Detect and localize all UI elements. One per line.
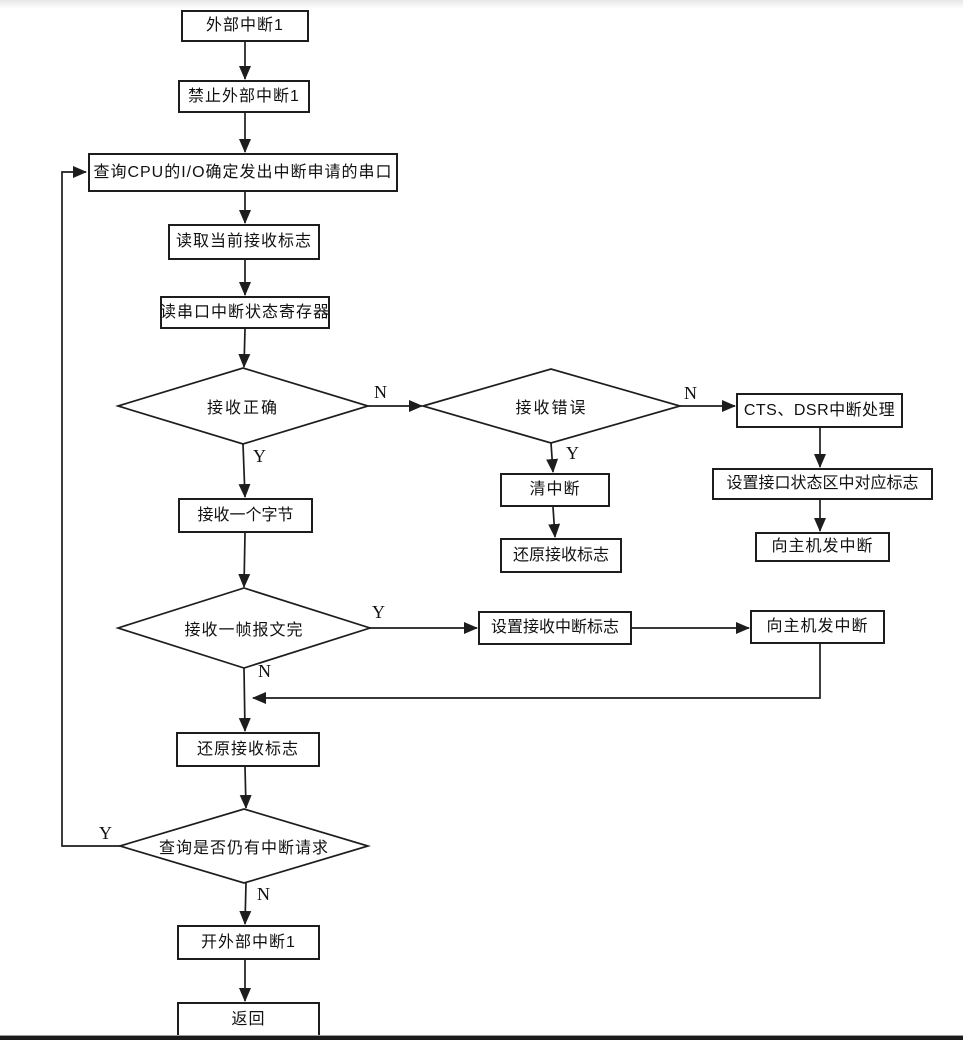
edge-sendhost-row-merge-back xyxy=(252,644,821,704)
decision-recv-ok-shape xyxy=(115,367,371,445)
edge-moreint-no-to-enable xyxy=(239,882,252,925)
branch-label-recverr-yes: Y xyxy=(566,443,579,463)
edge-recvbyte-to-framedone xyxy=(238,532,251,588)
node-external-interrupt-1: 外部中断1 xyxy=(181,10,309,42)
decision-recv-err-shape xyxy=(419,368,684,444)
node-read-interrupt-status-register: 读串口中断状态寄存器 xyxy=(160,296,330,329)
edge-restoremain-to-moreint xyxy=(239,766,252,809)
edge-moreint-yes-loop-to-query xyxy=(61,166,120,847)
branch-label-moreint-no: N xyxy=(257,884,270,904)
branch-label-recverr-no: N xyxy=(684,383,697,403)
edge-recvok-yes-to-recvbyte xyxy=(238,443,251,498)
node-disable-external-interrupt-1: 禁止外部中断1 xyxy=(178,80,310,113)
node-cts-dsr-interrupt-handling: CTS、DSR中断处理 xyxy=(736,393,903,428)
node-return: 返回 xyxy=(177,1002,320,1038)
branch-label-recvok-yes: Y xyxy=(253,446,266,466)
node-clear-interrupt: 清中断 xyxy=(500,473,610,507)
branch-label-recvok-no: N xyxy=(374,382,387,402)
edge-clearint-to-restoremid xyxy=(548,506,561,538)
decision-frame-done-shape xyxy=(115,587,373,669)
edge-framedone-no-to-restoremain xyxy=(238,667,251,732)
node-send-interrupt-to-host-row: 向主机发中断 xyxy=(750,610,885,644)
bottom-horizontal-rule xyxy=(0,1035,963,1040)
page-top-gradient xyxy=(0,0,963,9)
edge-recverr-yes-to-clearint xyxy=(546,442,559,473)
node-query-cpu-io-serial-port: 查询CPU的I/O确定发出中断申请的串口 xyxy=(88,153,398,192)
edge-readstatus-to-recvok xyxy=(238,328,251,368)
branch-label-framedone-yes: Y xyxy=(372,602,385,622)
node-set-receive-interrupt-flag: 设置接收中断标志 xyxy=(478,611,632,645)
node-set-interface-status-area-flag: 设置接口状态区中对应标志 xyxy=(712,468,933,500)
branch-label-framedone-no: N xyxy=(258,661,271,681)
node-restore-receive-flag-error-branch: 还原接收标志 xyxy=(500,538,622,573)
node-send-interrupt-to-host-right: 向主机发中断 xyxy=(755,532,890,562)
node-enable-external-interrupt-1: 开外部中断1 xyxy=(177,925,320,960)
node-restore-receive-flag-main: 还原接收标志 xyxy=(176,732,320,767)
node-read-current-receive-flag: 读取当前接收标志 xyxy=(168,224,320,260)
node-receive-one-byte: 接收一个字节 xyxy=(178,498,313,533)
decision-more-int-shape xyxy=(117,808,371,884)
branch-label-moreint-yes: Y xyxy=(99,823,112,843)
